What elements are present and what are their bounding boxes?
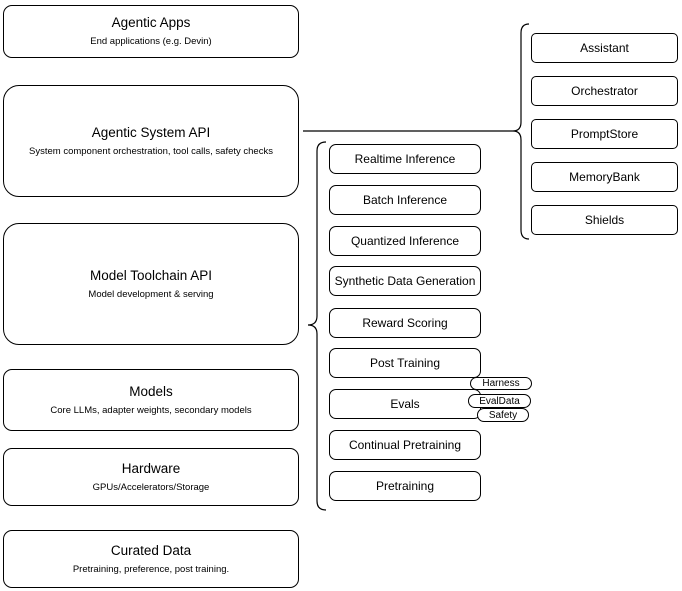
stack-box-hardware: Hardware GPUs/Accelerators/Storage (3, 448, 299, 506)
box-subtitle: Core LLMs, adapter weights, secondary mo… (50, 404, 252, 416)
box-title: Model Toolchain API (89, 267, 213, 283)
stack-box-agentic-system-api: Agentic System API System component orch… (3, 85, 299, 197)
stack-box-models: Models Core LLMs, adapter weights, secon… (3, 369, 299, 431)
eval-pill-harness: Harness (470, 377, 532, 390)
stack-box-agentic-apps: Agentic Apps End applications (e.g. Devi… (3, 5, 299, 58)
toolchain-box-pretraining: Pretraining (329, 471, 481, 501)
box-subtitle: Model development & serving (88, 288, 214, 300)
toolchain-box-continual-pretraining: Continual Pretraining (329, 430, 481, 460)
stack-box-model-toolchain-api: Model Toolchain API Model development & … (3, 223, 299, 345)
box-subtitle: Pretraining, preference, post training. (72, 563, 230, 575)
box-title: Agentic Apps (111, 15, 191, 31)
box-subtitle: GPUs/Accelerators/Storage (92, 481, 210, 493)
system-box-assistant: Assistant (531, 33, 678, 63)
stack-box-curated-data: Curated Data Pretraining, preference, po… (3, 530, 299, 588)
system-brace (512, 23, 530, 240)
box-title: Agentic System API (91, 124, 211, 140)
toolchain-box-reward-scoring: Reward Scoring (329, 308, 481, 338)
eval-pill-evaldata: EvalData (468, 394, 531, 408)
system-box-orchestrator: Orchestrator (531, 76, 678, 106)
box-subtitle: System component orchestration, tool cal… (29, 145, 273, 157)
toolchain-brace (307, 141, 327, 511)
system-box-memorybank: MemoryBank (531, 162, 678, 192)
system-box-promptstore: PromptStore (531, 119, 678, 149)
toolchain-box-evals: Evals (329, 389, 481, 419)
box-title: Hardware (121, 460, 181, 476)
toolchain-box-realtime-inference: Realtime Inference (329, 144, 481, 174)
system-box-shields: Shields (531, 205, 678, 235)
box-subtitle: End applications (e.g. Devin) (90, 36, 212, 48)
toolchain-box-batch-inference: Batch Inference (329, 185, 481, 215)
box-title: Models (129, 383, 173, 399)
toolchain-box-post-training: Post Training (329, 348, 481, 378)
eval-pill-safety: Safety (477, 408, 529, 422)
toolchain-box-quantized-inference: Quantized Inference (329, 226, 481, 256)
box-title: Curated Data (110, 542, 192, 558)
toolchain-box-synthetic-data-generation: Synthetic Data Generation (329, 266, 481, 296)
